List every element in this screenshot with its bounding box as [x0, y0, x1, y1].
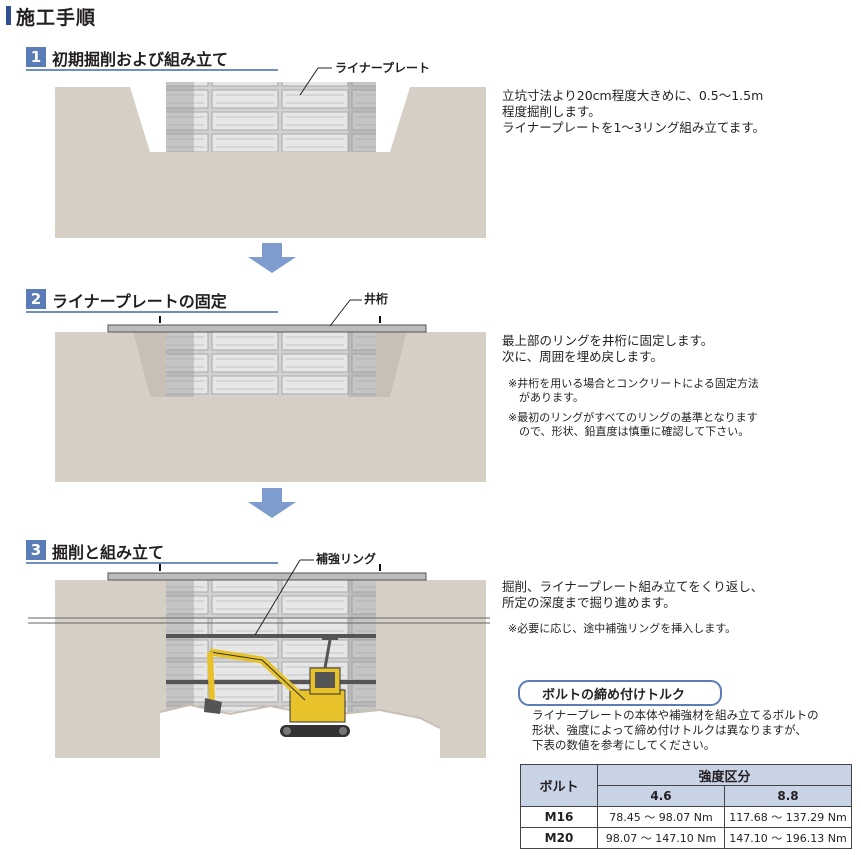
row-m20-4-6: 98.07 〜 147.10 Nm — [597, 827, 725, 849]
step-3-desc-line-1: 掘削、ライナープレート組み立てをくり返し、 — [502, 579, 764, 594]
step2-beam — [107, 324, 427, 333]
torque-desc-line-1: ライナープレートの本体や補強材を組み立てるボルトの — [532, 708, 819, 722]
callout-liner-plate: ライナープレート — [335, 61, 431, 75]
step1-illustration — [55, 67, 486, 238]
step2-liner-plates — [166, 332, 376, 397]
step1-liner-plates — [166, 82, 376, 152]
callout-igeta: 井桁 — [364, 292, 389, 306]
page-title: 施工手順 — [16, 7, 97, 29]
step3-illustration: I I — [28, 559, 490, 758]
torque-desc-line-2: 形状、強度によって締め付けトルクは異なりますが、 — [532, 723, 807, 737]
step3-reinforcing-ring — [166, 634, 376, 638]
row-m16-8-8: 117.68 〜 137.29 Nm — [724, 806, 852, 828]
excavator-icon — [204, 634, 350, 737]
title-accent-bar — [6, 6, 11, 25]
torque-table: ボルト 強度区分 4.6 8.8 M16 78.45 〜 98.07 Nm 11… — [520, 764, 852, 849]
header-class-4-6: 4.6 — [597, 785, 725, 807]
step-2-note-line-3: ※最初のリングがすべてのリングの基準となります — [508, 411, 758, 424]
step2-illustration: I I — [55, 299, 486, 482]
step-2-header: 2 ライナープレートの固定 — [26, 288, 278, 313]
header-bolt: ボルト — [520, 764, 598, 807]
flow-arrow-2 — [248, 488, 296, 518]
torque-desc-line-3: 下表の数値を参考にしてください。 — [532, 738, 716, 752]
table-row: M20 98.07 〜 147.10 Nm 147.10 〜 196.13 Nm — [520, 827, 852, 849]
header-class-8-8: 8.8 — [724, 785, 852, 807]
step-1-header: 1 初期掘削および組み立て — [26, 46, 278, 71]
step-1-number: 1 — [26, 47, 46, 67]
step-1-desc-line-2: 程度掘削します。 — [502, 104, 601, 119]
step-2-note-line-4: ので、形状、鉛直度は慎重に確認して下さい。 — [508, 425, 750, 438]
step-2-note-line-2: があります。 — [508, 391, 584, 404]
row-m20-bolt: M20 — [520, 827, 598, 849]
step-3-desc-line-2: 所定の深度まで掘り進めます。 — [502, 595, 676, 610]
step-3-number: 3 — [26, 540, 46, 560]
row-m16-4-6: 78.45 〜 98.07 Nm — [597, 806, 725, 828]
step-3-label: 掘削と組み立て — [52, 543, 165, 562]
step3-beam — [107, 572, 427, 581]
flow-arrow-1 — [248, 243, 296, 273]
svg-text:I: I — [378, 315, 382, 326]
svg-text:I: I — [158, 563, 162, 574]
step-3-note-line-1: ※必要に応じ、途中補強リングを挿入します。 — [508, 622, 737, 635]
step-2-number: 2 — [26, 289, 46, 309]
step-3-header: 3 掘削と組み立て — [26, 539, 278, 564]
step-2-label: ライナープレートの固定 — [52, 292, 227, 311]
header-strength: 強度区分 — [597, 764, 852, 786]
row-m16-bolt: M16 — [520, 806, 598, 828]
step-2-note-line-1: ※井桁を用いる場合とコンクリートによる固定方法 — [508, 377, 759, 390]
svg-text:I: I — [158, 315, 162, 326]
step-1-desc-line-1: 立坑寸法より20cm程度大きめに、0.5〜1.5m — [502, 88, 764, 103]
step-2-desc-line-2: 次に、周囲を埋め戻します。 — [502, 349, 663, 364]
torque-section-title: ボルトの締め付けトルク — [518, 680, 722, 706]
step-1-desc-line-3: ライナープレートを1〜3リング組み立てます。 — [502, 120, 766, 135]
row-m20-8-8: 147.10 〜 196.13 Nm — [724, 827, 852, 849]
step-1-label: 初期掘削および組み立て — [52, 50, 229, 69]
step-2-desc-line-1: 最上部のリングを井桁に固定します。 — [502, 333, 714, 348]
table-row: M16 78.45 〜 98.07 Nm 117.68 〜 137.29 Nm — [520, 806, 852, 828]
svg-text:I: I — [378, 563, 382, 574]
callout-reinforcing-ring: 補強リング — [316, 552, 377, 566]
